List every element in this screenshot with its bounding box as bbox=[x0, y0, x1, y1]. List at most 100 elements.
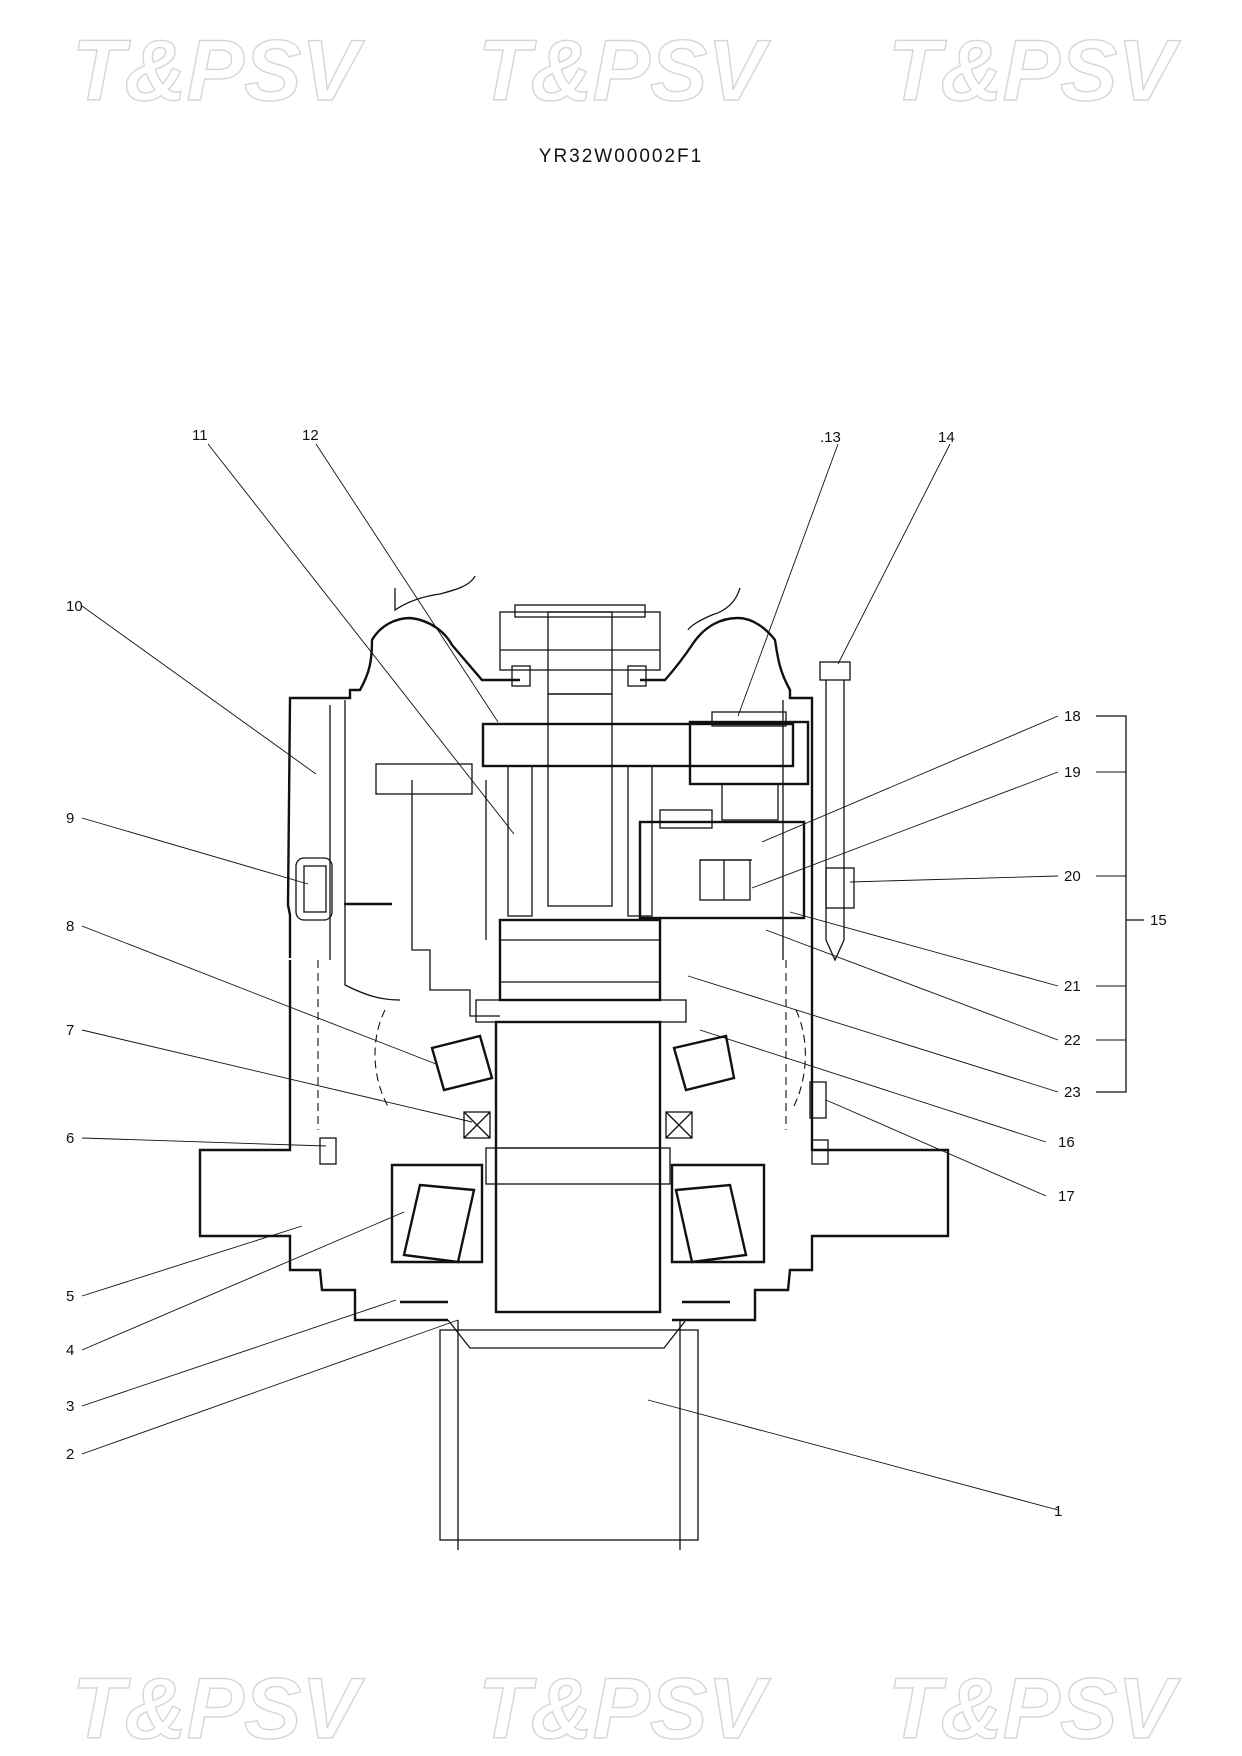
leader-1 bbox=[647, 1399, 1059, 1511]
lower-housing-dashed bbox=[317, 960, 806, 1130]
leader-2 bbox=[81, 1319, 459, 1455]
leader-14 bbox=[837, 443, 951, 665]
ring-gear-upper bbox=[375, 763, 473, 795]
bolt-right-lower bbox=[811, 1139, 829, 1165]
callout-20: 20 bbox=[1064, 868, 1081, 885]
callout-12: 12 bbox=[302, 427, 319, 444]
callout-13: .13 bbox=[820, 429, 841, 446]
watermark-bottom-3: T&PSV bbox=[888, 1661, 1181, 1756]
leader-19 bbox=[751, 771, 1059, 889]
leader-18 bbox=[761, 715, 1059, 843]
sun-gear-stage1 bbox=[481, 722, 795, 768]
leader-23 bbox=[687, 975, 1059, 1093]
planet-washer bbox=[659, 809, 713, 829]
upper-housing-outline bbox=[286, 616, 814, 960]
long-bolt-shank bbox=[825, 680, 845, 962]
pinion-chamfer bbox=[447, 1319, 687, 1349]
watermark-bottom-2: T&PSV bbox=[478, 1661, 771, 1756]
leader-21 bbox=[789, 911, 1059, 987]
callout-1: 1 bbox=[1054, 1503, 1062, 1520]
shaft-collar bbox=[485, 1147, 671, 1185]
second-stage-hub bbox=[498, 918, 662, 1002]
callout-labels: 1 2 3 4 5 6 7 8 9 10 11 12 .13 14 15 16 … bbox=[66, 427, 1167, 1520]
callout-21: 21 bbox=[1064, 978, 1081, 995]
cap-bolt-left bbox=[511, 665, 531, 687]
callout-15: 15 bbox=[1150, 912, 1167, 929]
leader-3 bbox=[81, 1299, 397, 1407]
callout-17: 17 bbox=[1058, 1188, 1075, 1205]
callout-22: 22 bbox=[1064, 1032, 1081, 1049]
bearing-lower-left-roller bbox=[402, 1183, 476, 1264]
cap-bolt-right bbox=[627, 665, 647, 687]
callout-16: 16 bbox=[1058, 1134, 1075, 1151]
callout-9: 9 bbox=[66, 810, 74, 827]
callout-6: 6 bbox=[66, 1130, 74, 1147]
center-shaft bbox=[547, 693, 613, 907]
callout-2: 2 bbox=[66, 1446, 74, 1463]
leader-lines bbox=[81, 443, 1059, 1511]
leader-12 bbox=[315, 443, 499, 723]
callout-7: 7 bbox=[66, 1022, 74, 1039]
planet-gear-upper bbox=[688, 720, 810, 786]
seal-right bbox=[665, 1111, 693, 1139]
leader-11 bbox=[207, 443, 515, 835]
inner-shell-left bbox=[411, 780, 500, 1017]
output-shaft-body bbox=[494, 1020, 662, 1314]
planet-pin bbox=[721, 783, 779, 821]
bolt-nut bbox=[825, 867, 855, 909]
coupling-rim bbox=[514, 604, 646, 618]
callout-11: 11 bbox=[192, 427, 208, 444]
watermark-top-1: T&PSV bbox=[72, 23, 365, 119]
callout-19: 19 bbox=[1064, 764, 1081, 781]
leader-5 bbox=[81, 1225, 303, 1297]
bearing-lower-right-roller bbox=[674, 1183, 748, 1264]
leader-10 bbox=[81, 605, 317, 775]
drain-plug-outer bbox=[295, 857, 333, 921]
watermark-group: T&PSV T&PSV T&PSV T&PSV T&PSV T&PSV bbox=[71, 22, 1182, 1756]
leader-17 bbox=[825, 1099, 1047, 1197]
planet-t-pin bbox=[700, 859, 752, 900]
bearing-lower-left bbox=[390, 1163, 484, 1264]
watermark-top-3: T&PSV bbox=[888, 23, 1181, 119]
callout-4: 4 bbox=[66, 1342, 74, 1359]
leader-4 bbox=[81, 1211, 405, 1351]
watermark-bottom-1: T&PSV bbox=[72, 1661, 365, 1756]
bearing-upper-right bbox=[672, 1034, 736, 1092]
long-bolt-head bbox=[819, 661, 851, 681]
hub-flange bbox=[475, 999, 687, 1023]
drain-plug bbox=[303, 865, 327, 913]
leader-16 bbox=[699, 1029, 1047, 1143]
input-shaft-head bbox=[547, 611, 613, 695]
callout-3: 3 bbox=[66, 1398, 74, 1415]
leader-8 bbox=[81, 925, 437, 1065]
callout-10: 10 bbox=[66, 598, 83, 615]
bearing-upper-left bbox=[430, 1034, 494, 1092]
callout-8: 8 bbox=[66, 918, 74, 935]
planet-thrust bbox=[699, 859, 751, 901]
motor-cap bbox=[394, 575, 741, 631]
leader-22 bbox=[765, 929, 1059, 1041]
planet-cap bbox=[711, 711, 787, 727]
bolt-left bbox=[319, 1137, 337, 1165]
seal-left bbox=[463, 1111, 491, 1139]
watermark-top-2: T&PSV bbox=[478, 23, 771, 119]
carrier-left-wall bbox=[507, 765, 533, 917]
lower-housing-outline bbox=[198, 960, 950, 1322]
bearing-lower-right bbox=[670, 1163, 766, 1264]
upper-housing-inner bbox=[329, 700, 784, 1001]
callout-23: 23 bbox=[1064, 1084, 1081, 1101]
leader-9 bbox=[81, 817, 309, 885]
leader-20 bbox=[849, 875, 1059, 883]
gearbox-drawing bbox=[198, 575, 1144, 1550]
leader-6 bbox=[81, 1137, 327, 1147]
callout-18: 18 bbox=[1064, 708, 1081, 725]
group-bracket-15 bbox=[1096, 715, 1144, 1093]
planet-gear-lower bbox=[638, 820, 806, 920]
pinion-body bbox=[439, 1329, 699, 1541]
callout-14: 14 bbox=[938, 429, 955, 446]
leader-7 bbox=[81, 1029, 473, 1123]
input-coupling bbox=[499, 611, 661, 671]
leader-13 bbox=[737, 443, 839, 717]
callout-5: 5 bbox=[66, 1288, 74, 1305]
